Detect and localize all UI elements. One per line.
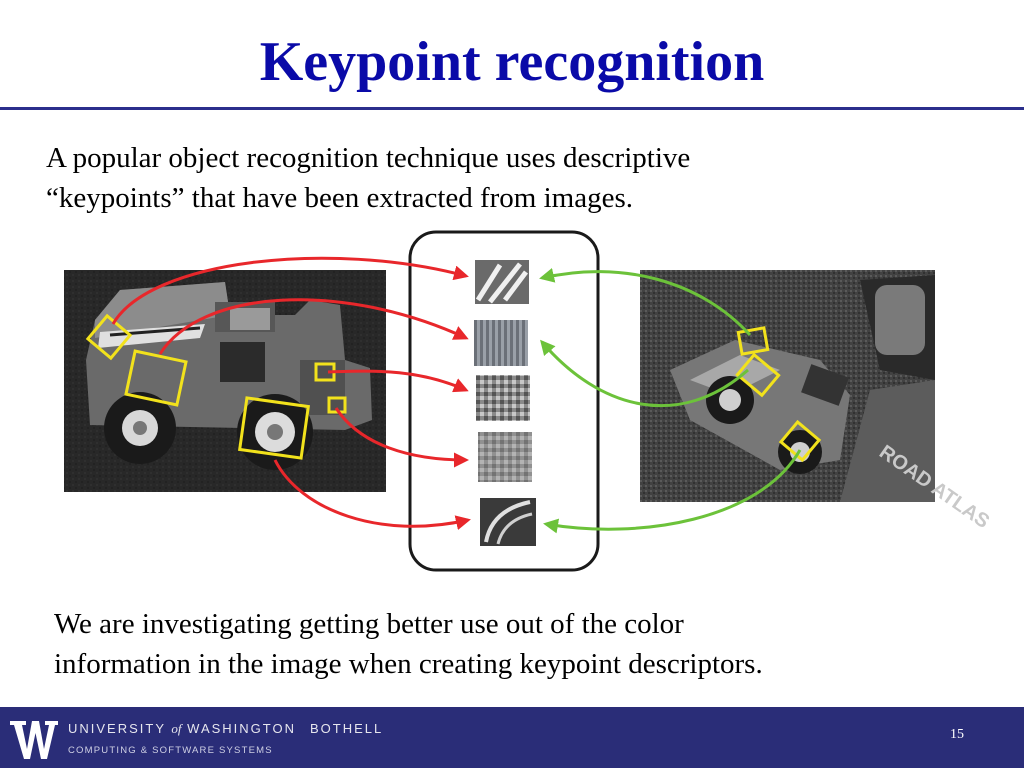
campus-name: BOTHELL — [310, 721, 384, 736]
left-match-arrows — [111, 256, 471, 530]
university-name: UNIVERSITY of WASHINGTON BOTHELL — [68, 721, 383, 737]
page-number: 15 — [950, 727, 964, 742]
uw-w-logo-icon — [10, 721, 58, 759]
intro-line-2: “keypoints” that have been extracted fro… — [46, 182, 634, 214]
intro-line-1: A popular object recognition technique u… — [46, 142, 691, 174]
keypoint-matching-figure: ROAD ATLAS — [64, 230, 993, 572]
research-line-1: We are investigating getting better use … — [54, 608, 684, 640]
intro-paragraph: A popular object recognition technique u… — [46, 138, 986, 218]
research-line-2: information in the image when creating k… — [54, 648, 763, 680]
descriptor-patches — [474, 260, 536, 546]
of-word: of — [171, 721, 182, 736]
footer-bar: UNIVERSITY of WASHINGTON BOTHELL COMPUTIN… — [0, 707, 1024, 768]
washington-word: WASHINGTON — [187, 721, 296, 736]
research-paragraph: We are investigating getting better use … — [54, 604, 994, 684]
title-divider — [0, 107, 1024, 110]
left-toy-truck-photo — [64, 270, 386, 492]
slide-title: Keypoint recognition — [259, 31, 765, 93]
university-word: UNIVERSITY — [68, 721, 166, 736]
right-cluttered-scene-photo: ROAD ATLAS — [640, 270, 993, 533]
department-name: COMPUTING & SOFTWARE SYSTEMS — [68, 745, 273, 756]
right-match-arrows — [539, 267, 802, 534]
